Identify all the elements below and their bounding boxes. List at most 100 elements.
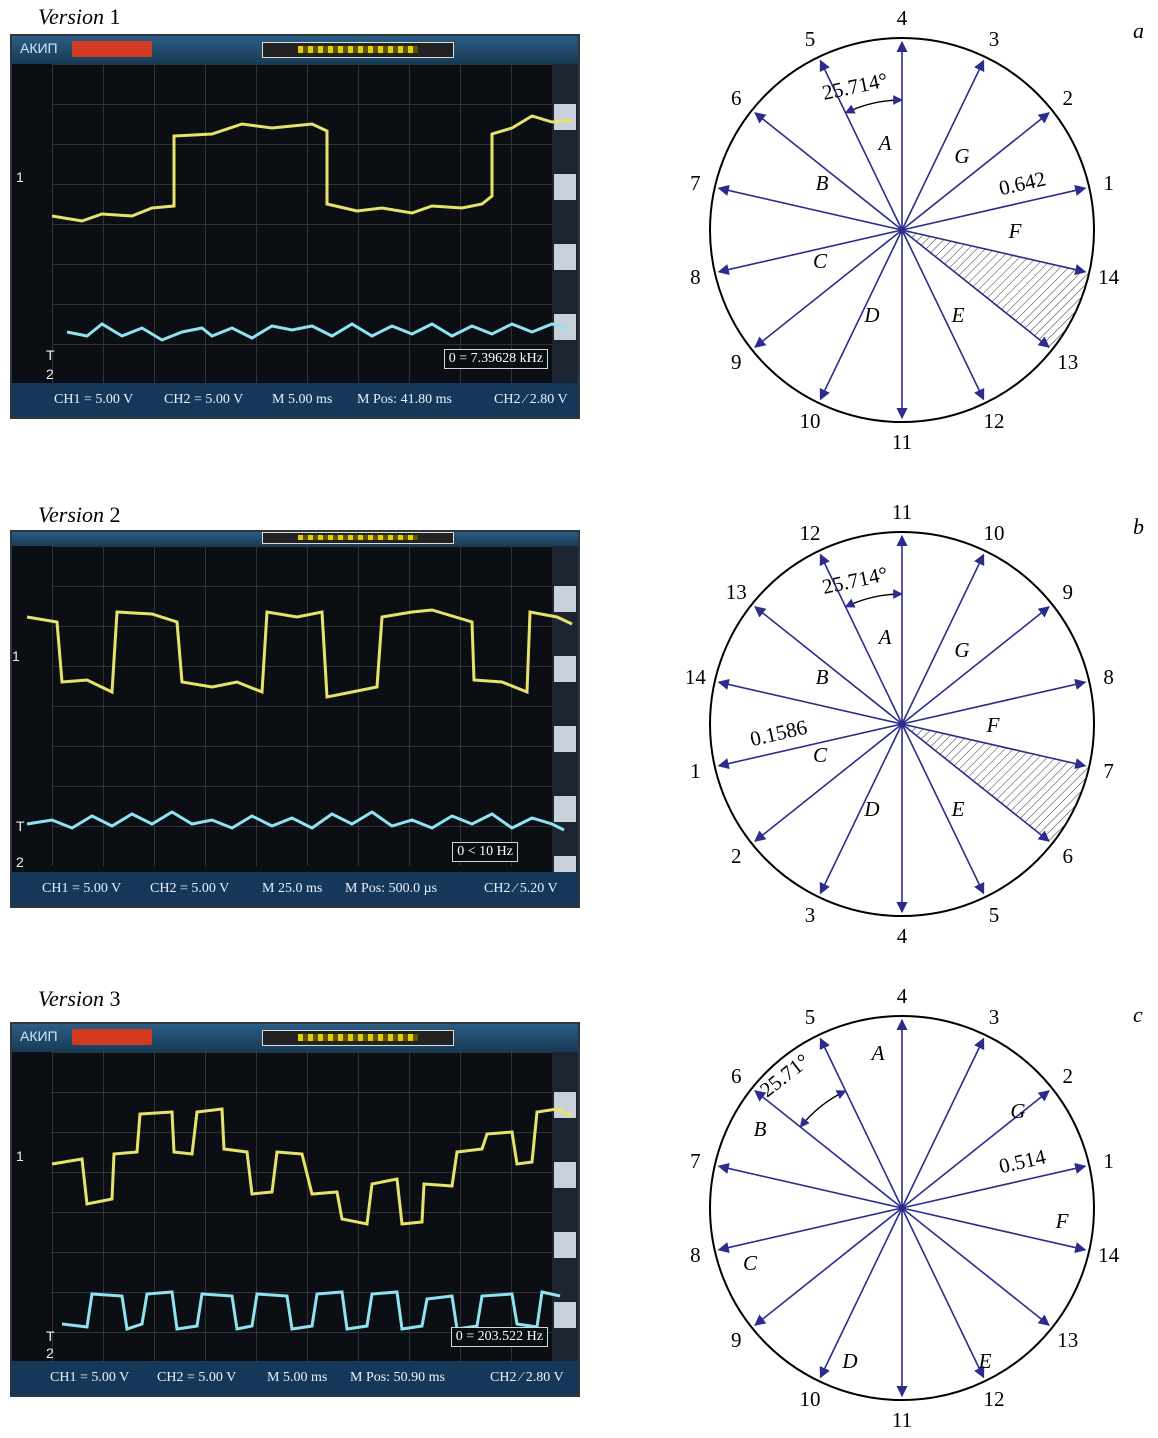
phase-vector xyxy=(754,112,903,231)
ch1-marker: 1 xyxy=(16,1148,24,1164)
sector-letter-label: G xyxy=(954,144,969,168)
vector-number-label: 14 xyxy=(1098,265,1120,289)
diagram-circle xyxy=(709,1015,1095,1401)
trigger-position-bar xyxy=(262,532,454,544)
oscilloscope-screenshot: АКИП 1 T 2 0 = 203.522 Hz CH1 = 5.00 V C… xyxy=(10,1022,580,1397)
trigger-level: CH2 ⁄ 5.20 V xyxy=(484,881,558,896)
phase-vector xyxy=(819,229,903,401)
phase-vector xyxy=(901,1207,1050,1326)
frequency-readout: 0 = 203.522 Hz xyxy=(450,1327,548,1347)
waveform-traces xyxy=(26,608,573,832)
vector-number-label: 3 xyxy=(989,27,1000,51)
vector-number-label: 10 xyxy=(983,521,1004,545)
vector-number-label: 6 xyxy=(1062,844,1073,868)
scope-brand: АКИП xyxy=(20,40,58,56)
ch1-marker: 1 xyxy=(12,648,20,664)
phase-vector xyxy=(819,1207,903,1379)
ch1-trace xyxy=(51,1107,573,1226)
sector-letter-label: C xyxy=(813,743,828,767)
scope-status-bar: CH1 = 5.00 V CH2 = 5.00 V M 5.00 ms M Po… xyxy=(12,383,578,417)
ch2-marker: 2 xyxy=(16,854,24,870)
sector-letter-label: B xyxy=(816,171,829,195)
scope-status-bar: CH1 = 5.00 V CH2 = 5.00 V M 25.0 ms M Po… xyxy=(12,872,578,906)
phase-vector xyxy=(901,1037,985,1209)
scope-side-menu xyxy=(552,64,578,394)
vector-number-label: 8 xyxy=(1103,665,1114,689)
timebase: M 5.00 ms xyxy=(272,392,333,407)
trigger-position-bar xyxy=(262,42,454,58)
sector-letter-label: C xyxy=(813,249,828,273)
sector-letter-label: F xyxy=(1055,1209,1069,1233)
version-label: Version 1 xyxy=(38,4,121,29)
phase-vector xyxy=(717,1207,903,1254)
vector-number-label: 3 xyxy=(805,903,816,927)
scope-top-bar: АКИП xyxy=(12,1024,578,1052)
scope-grid xyxy=(52,546,562,866)
panel-letter: b xyxy=(1133,514,1144,539)
scope-brand: АКИП xyxy=(20,1028,58,1044)
scope-top-bar xyxy=(12,532,578,546)
vector-number-label: 14 xyxy=(685,665,707,689)
phase-vector xyxy=(819,1037,903,1209)
vector-number-label: 13 xyxy=(726,580,747,604)
phase-vector xyxy=(901,1090,1050,1209)
vector-number-label: 12 xyxy=(983,409,1004,433)
vector-number-label: 6 xyxy=(731,1064,742,1088)
phase-vector xyxy=(717,678,903,725)
angle-arc xyxy=(844,95,903,114)
angle-label: 25.714° xyxy=(820,68,890,105)
phase-vector xyxy=(901,59,985,231)
phase-vector xyxy=(901,723,1050,842)
vector-number-label: 5 xyxy=(805,1005,816,1029)
vector-number-label: 9 xyxy=(731,1328,742,1352)
vector-number-label: 11 xyxy=(892,500,912,524)
sector-letter-label: G xyxy=(954,638,969,662)
vector-number-label: 9 xyxy=(1062,580,1073,604)
phase-vector xyxy=(901,678,1087,725)
phase-vector xyxy=(901,112,1050,231)
phase-vector xyxy=(819,553,903,725)
horizontal-position: M Pos: 50.90 ms xyxy=(350,1370,445,1385)
vector-number-label: 2 xyxy=(1062,1064,1073,1088)
vector-number-label: 4 xyxy=(897,924,908,948)
ch2-marker: 2 xyxy=(46,1345,54,1361)
vector-number-label: 1 xyxy=(690,759,701,783)
ch2-scale: CH2 = 5.00 V xyxy=(164,392,244,407)
phase-vector xyxy=(819,59,903,231)
ch1-scale: CH1 = 5.00 V xyxy=(50,1370,130,1385)
magnitude-label: 0.642 xyxy=(997,166,1048,200)
angle-arc xyxy=(844,589,903,608)
phase-vector xyxy=(901,1207,985,1379)
vector-number-label: 6 xyxy=(731,86,742,110)
ch2-scale: CH2 = 5.00 V xyxy=(157,1370,237,1385)
vector-number-label: 4 xyxy=(897,984,908,1008)
timebase: M 5.00 ms xyxy=(267,1370,328,1385)
vector-number-label: 2 xyxy=(731,844,742,868)
sector-letter-label: A xyxy=(877,625,892,649)
vector-number-label: 8 xyxy=(690,1243,701,1267)
trigger-marker: T xyxy=(46,347,55,363)
phase-vector xyxy=(901,553,985,725)
hatched-sector xyxy=(902,230,1090,350)
vector-number-label: 5 xyxy=(989,903,1000,927)
version-label: Version 2 xyxy=(38,502,121,527)
horizontal-position: M Pos: 41.80 ms xyxy=(357,392,452,407)
vector-number-label: 5 xyxy=(805,27,816,51)
vector-number-label: 7 xyxy=(690,171,701,195)
sector-letter-label: A xyxy=(877,131,892,155)
panel-letter: a xyxy=(1133,18,1144,43)
frequency-readout: 0 < 10 Hz xyxy=(452,842,518,862)
sector-letter-label: E xyxy=(951,303,965,327)
phase-vector xyxy=(754,723,903,842)
version-label: Version 3 xyxy=(38,986,121,1011)
trigger-level: CH2 ⁄ 2.80 V xyxy=(494,392,568,407)
sector-letter-label: D xyxy=(863,797,879,821)
phase-vector xyxy=(901,1162,1087,1209)
ch1-trace xyxy=(26,608,573,699)
phase-vector xyxy=(901,229,1050,348)
phase-vector xyxy=(717,1162,903,1209)
vector-number-label: 10 xyxy=(800,1387,821,1411)
oscilloscope-screenshot: 1 T 2 0 < 10 Hz CH1 = 5.00 V CH2 = 5.00 … xyxy=(10,530,580,908)
ch2-trace xyxy=(26,810,565,832)
